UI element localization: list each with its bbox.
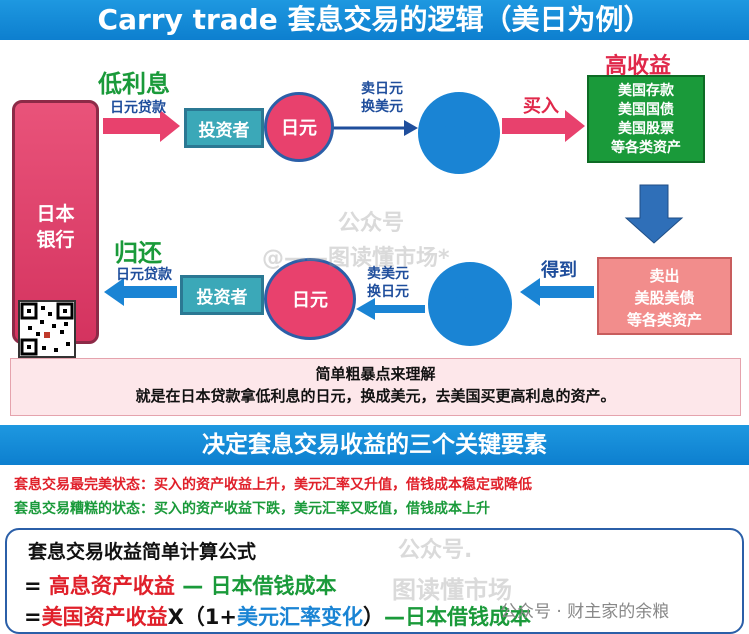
sell-usd-line2: 换日元 (367, 284, 409, 300)
sell-yen-line1: 卖日元 (361, 81, 403, 97)
formula-borrow-cost: 日本借钱成本 (210, 574, 337, 598)
formula-us-asset-return: 美国资产收益 (41, 605, 168, 629)
sell-usd-label: 卖美元 换日元 (367, 265, 409, 301)
footer-watermark: 公众号 · 财主家的余粮 (500, 602, 670, 622)
sell-assets-box: 卖出 美股美债 等各类资产 (597, 257, 732, 335)
arrow-borrow (103, 110, 180, 142)
explanation-line1: 简单粗暴点来理解 (315, 365, 436, 383)
low-interest-label: 低利息 (98, 70, 170, 98)
sell-line: 美股美债 (634, 289, 695, 307)
yen-loan-label-bottom: 日元贷款 (116, 267, 172, 283)
asset-item: 美国国债 (618, 102, 674, 118)
formula-dash: — (174, 574, 211, 598)
asset-item: 等各类资产 (611, 140, 681, 156)
bank-label-line2: 银行 (36, 229, 75, 251)
sell-yen-line2: 换美元 (361, 99, 403, 115)
watermark: @——图读懂市场* (262, 246, 450, 271)
usd-circle-top: 美元 (418, 92, 500, 174)
yen-circle-bottom: 日元 (264, 258, 356, 340)
yen-loan-label-top: 日元贷款 (110, 100, 166, 116)
formula-close: ） (363, 605, 385, 629)
yen-circle-top: 日元 (264, 92, 334, 162)
arrow-down (624, 184, 684, 244)
formula-line1: = 高息资产收益 — 日本借钱成本 (24, 570, 337, 600)
formula-borrow-cost: 日本借钱成本 (405, 605, 532, 629)
sell-yen-label: 卖日元 换美元 (361, 80, 403, 116)
investor-box-bottom: 投资者 (180, 275, 264, 315)
formula-multiply: X（1+ (167, 605, 238, 629)
factors-title: 决定套息交易收益的三个关键要素 (0, 425, 749, 465)
formula-line2: =美国资产收益X（1+美元汇率变化）—日本借钱成本 (24, 601, 531, 631)
repay-label: 归还 (114, 239, 162, 267)
watermark: 公众号. (398, 538, 473, 563)
high-yield-label: 高收益 (605, 54, 672, 79)
watermark: 图读懂市场 (392, 576, 512, 604)
best-state-text: 套息交易最完美状态：买入的资产收益上升，美元汇率又升值，借钱成本稳定或降低 (14, 477, 532, 493)
formula-dash: — (384, 605, 406, 629)
page-title: Carry trade 套息交易的逻辑（美日为例） (0, 0, 749, 40)
investor-box-top: 投资者 (184, 108, 264, 148)
bank-label-line1: 日本 (36, 203, 75, 225)
formula-high-yield: 高息资产收益 (48, 574, 175, 598)
formula-fx-change: 美元汇率变化 (237, 605, 364, 629)
us-assets-box: 美国存款 美国国债 美国股票 等各类资产 (587, 75, 705, 163)
buy-label: 买入 (523, 96, 559, 117)
arrow-repay (104, 278, 177, 306)
formula-box (5, 528, 744, 634)
explanation-box: 简单粗暴点来理解 就是在日本贷款拿低利息的日元，换成美元，去美国买更高利息的资产… (10, 358, 741, 416)
formula-title: 套息交易收益简单计算公式 (28, 541, 257, 563)
sell-line: 卖出 (649, 267, 680, 285)
sell-usd-line1: 卖美元 (367, 266, 409, 282)
sell-line: 等各类资产 (626, 311, 702, 329)
formula-eq: = (24, 574, 49, 598)
arrow-get (520, 278, 594, 306)
usd-circle-bottom: 美元 (428, 262, 512, 346)
worst-state-text: 套息交易糟糕的状态：买入的资产收益下跌，美元汇率又贬值，借钱成本上升 (14, 501, 490, 517)
get-label: 得到 (541, 260, 577, 281)
watermark: 公众号 (338, 211, 405, 236)
explanation-line2: 就是在日本贷款拿低利息的日元，换成美元，去美国买更高利息的资产。 (135, 387, 616, 405)
asset-item: 美国股票 (618, 121, 674, 137)
asset-item: 美国存款 (618, 83, 674, 99)
qr-code-icon (18, 300, 76, 358)
arrow-usd-to-yen (356, 298, 425, 320)
arrow-buy (502, 110, 585, 142)
formula-eq: = (24, 605, 42, 629)
